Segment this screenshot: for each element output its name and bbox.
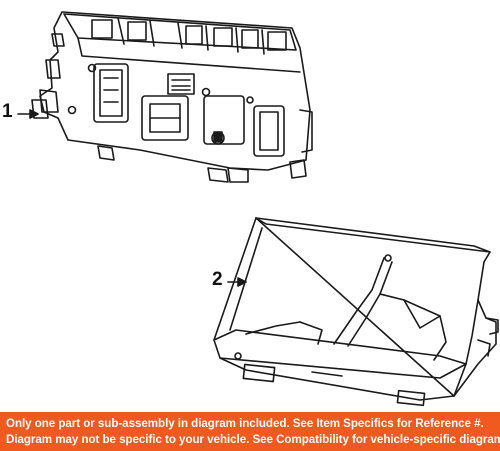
part-2-cover (213, 217, 499, 407)
parts-diagram (17, 11, 499, 407)
callout-number-2: 2 (212, 269, 223, 290)
disclaimer-banner: Only one part or sub-assembly in diagram… (0, 412, 500, 451)
callout-number-1: 1 (2, 101, 13, 122)
part-1-control-module (31, 11, 313, 183)
callout-arrows (17, 109, 247, 287)
disclaimer-line-1: Only one part or sub-assembly in diagram… (6, 417, 484, 430)
disclaimer-line-2: Diagram may not be specific to your vehi… (6, 433, 500, 446)
